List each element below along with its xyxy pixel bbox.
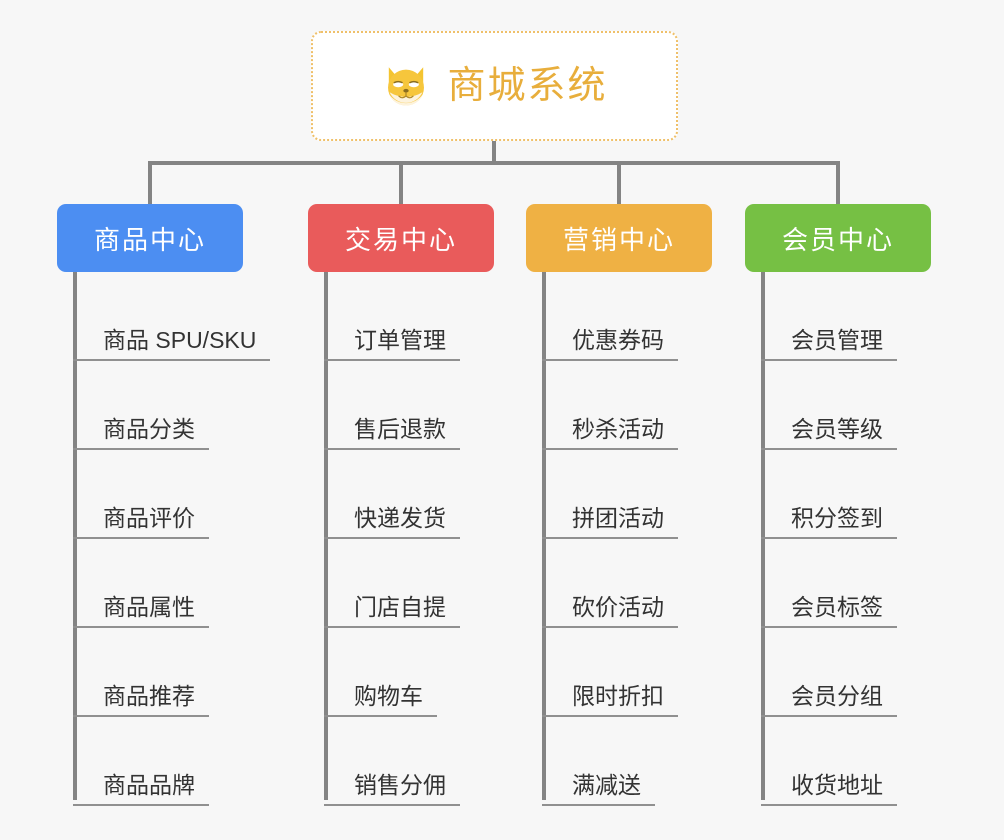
leaf-item[interactable]: 商品属性 bbox=[73, 539, 270, 628]
category-column-1: 商品中心 bbox=[57, 204, 243, 272]
category-label-4: 会员中心 bbox=[781, 224, 894, 255]
leaf-label: 积分签到 bbox=[761, 505, 897, 539]
spine-category-3 bbox=[542, 272, 546, 800]
leaf-list-1: 商品 SPU/SKU 商品分类 商品评价 商品属性 商品推荐 商品品牌 bbox=[73, 272, 271, 806]
leaf-label: 会员标签 bbox=[761, 594, 897, 628]
connector-drop-category-1 bbox=[148, 161, 152, 206]
leaf-label: 商品属性 bbox=[73, 594, 209, 628]
leaf-item[interactable]: 门店自提 bbox=[324, 539, 460, 628]
leaf-item[interactable]: 会员标签 bbox=[761, 539, 897, 628]
leaf-item[interactable]: 会员分组 bbox=[761, 628, 897, 717]
leaf-label: 快递发货 bbox=[324, 505, 460, 539]
connector-root-stem bbox=[492, 141, 496, 165]
leaf-item[interactable]: 商品品牌 bbox=[73, 717, 270, 806]
leaf-list-3: 优惠券码 秒杀活动 拼团活动 砍价活动 限时折扣 满减送 bbox=[542, 272, 678, 806]
leaf-label: 购物车 bbox=[324, 683, 437, 717]
leaf-label: 售后退款 bbox=[324, 416, 460, 450]
category-column-2: 交易中心 bbox=[308, 204, 494, 272]
leaf-label: 会员管理 bbox=[761, 327, 897, 361]
category-node-2[interactable]: 交易中心 bbox=[308, 204, 494, 272]
leaf-item[interactable]: 限时折扣 bbox=[542, 628, 678, 717]
leaf-label: 商品分类 bbox=[73, 416, 209, 450]
leaf-item[interactable]: 秒杀活动 bbox=[542, 361, 678, 450]
spine-category-4 bbox=[761, 272, 765, 800]
category-label-2: 交易中心 bbox=[344, 224, 457, 255]
leaf-item[interactable]: 商品分类 bbox=[73, 361, 270, 450]
category-column-4: 会员中心 bbox=[745, 204, 931, 272]
category-node-4[interactable]: 会员中心 bbox=[745, 204, 931, 272]
spine-category-2 bbox=[324, 272, 328, 800]
category-column-3: 营销中心 bbox=[526, 204, 712, 272]
leaf-item[interactable]: 购物车 bbox=[324, 628, 460, 717]
leaf-item[interactable]: 商品评价 bbox=[73, 450, 270, 539]
connector-drop-category-2 bbox=[399, 161, 403, 206]
category-node-3[interactable]: 营销中心 bbox=[526, 204, 712, 272]
root-node-label: 商城系统 bbox=[447, 65, 608, 107]
connector-drop-category-4 bbox=[836, 161, 840, 206]
shiba-dog-face-icon bbox=[388, 67, 425, 106]
leaf-item[interactable]: 收货地址 bbox=[761, 717, 897, 806]
leaf-label: 商品 SPU/SKU bbox=[73, 327, 271, 361]
leaf-label: 销售分佣 bbox=[324, 772, 460, 806]
leaf-label: 会员等级 bbox=[761, 416, 897, 450]
leaf-list-4: 会员管理 会员等级 积分签到 会员标签 会员分组 收货地址 bbox=[761, 272, 897, 806]
leaf-label: 秒杀活动 bbox=[542, 416, 678, 450]
leaf-item[interactable]: 订单管理 bbox=[324, 272, 460, 361]
leaf-label: 商品推荐 bbox=[73, 683, 209, 717]
category-label-1: 商品中心 bbox=[93, 224, 206, 255]
spine-category-1 bbox=[73, 272, 77, 800]
leaf-label: 商品评价 bbox=[73, 505, 209, 539]
leaf-list-2: 订单管理 售后退款 快递发货 门店自提 购物车 销售分佣 bbox=[324, 272, 460, 806]
leaf-label: 限时折扣 bbox=[542, 683, 678, 717]
leaf-label: 砍价活动 bbox=[542, 594, 678, 628]
connector-horizontal-bus bbox=[148, 161, 840, 165]
leaf-item[interactable]: 快递发货 bbox=[324, 450, 460, 539]
leaf-label: 商品品牌 bbox=[73, 772, 209, 806]
leaf-item[interactable]: 砍价活动 bbox=[542, 539, 678, 628]
leaf-item[interactable]: 商品 SPU/SKU bbox=[73, 272, 271, 361]
leaf-label: 优惠券码 bbox=[542, 327, 678, 361]
category-node-1[interactable]: 商品中心 bbox=[57, 204, 243, 272]
leaf-item[interactable]: 拼团活动 bbox=[542, 450, 678, 539]
leaf-label: 收货地址 bbox=[761, 772, 897, 806]
leaf-item[interactable]: 积分签到 bbox=[761, 450, 897, 539]
root-node-mall-system[interactable]: 商城系统 bbox=[311, 31, 678, 141]
leaf-item[interactable]: 销售分佣 bbox=[324, 717, 460, 806]
leaf-item[interactable]: 会员管理 bbox=[761, 272, 897, 361]
leaf-label: 订单管理 bbox=[324, 327, 460, 361]
category-label-3: 营销中心 bbox=[562, 224, 675, 255]
leaf-item[interactable]: 售后退款 bbox=[324, 361, 460, 450]
leaf-item[interactable]: 商品推荐 bbox=[73, 628, 270, 717]
connector-drop-category-3 bbox=[617, 161, 621, 206]
leaf-item[interactable]: 会员等级 bbox=[761, 361, 897, 450]
leaf-item[interactable]: 优惠券码 bbox=[542, 272, 678, 361]
leaf-label: 拼团活动 bbox=[542, 505, 678, 539]
leaf-label: 门店自提 bbox=[324, 594, 460, 628]
leaf-label: 满减送 bbox=[542, 772, 655, 806]
leaf-item[interactable]: 满减送 bbox=[542, 717, 678, 806]
leaf-label: 会员分组 bbox=[761, 683, 897, 717]
